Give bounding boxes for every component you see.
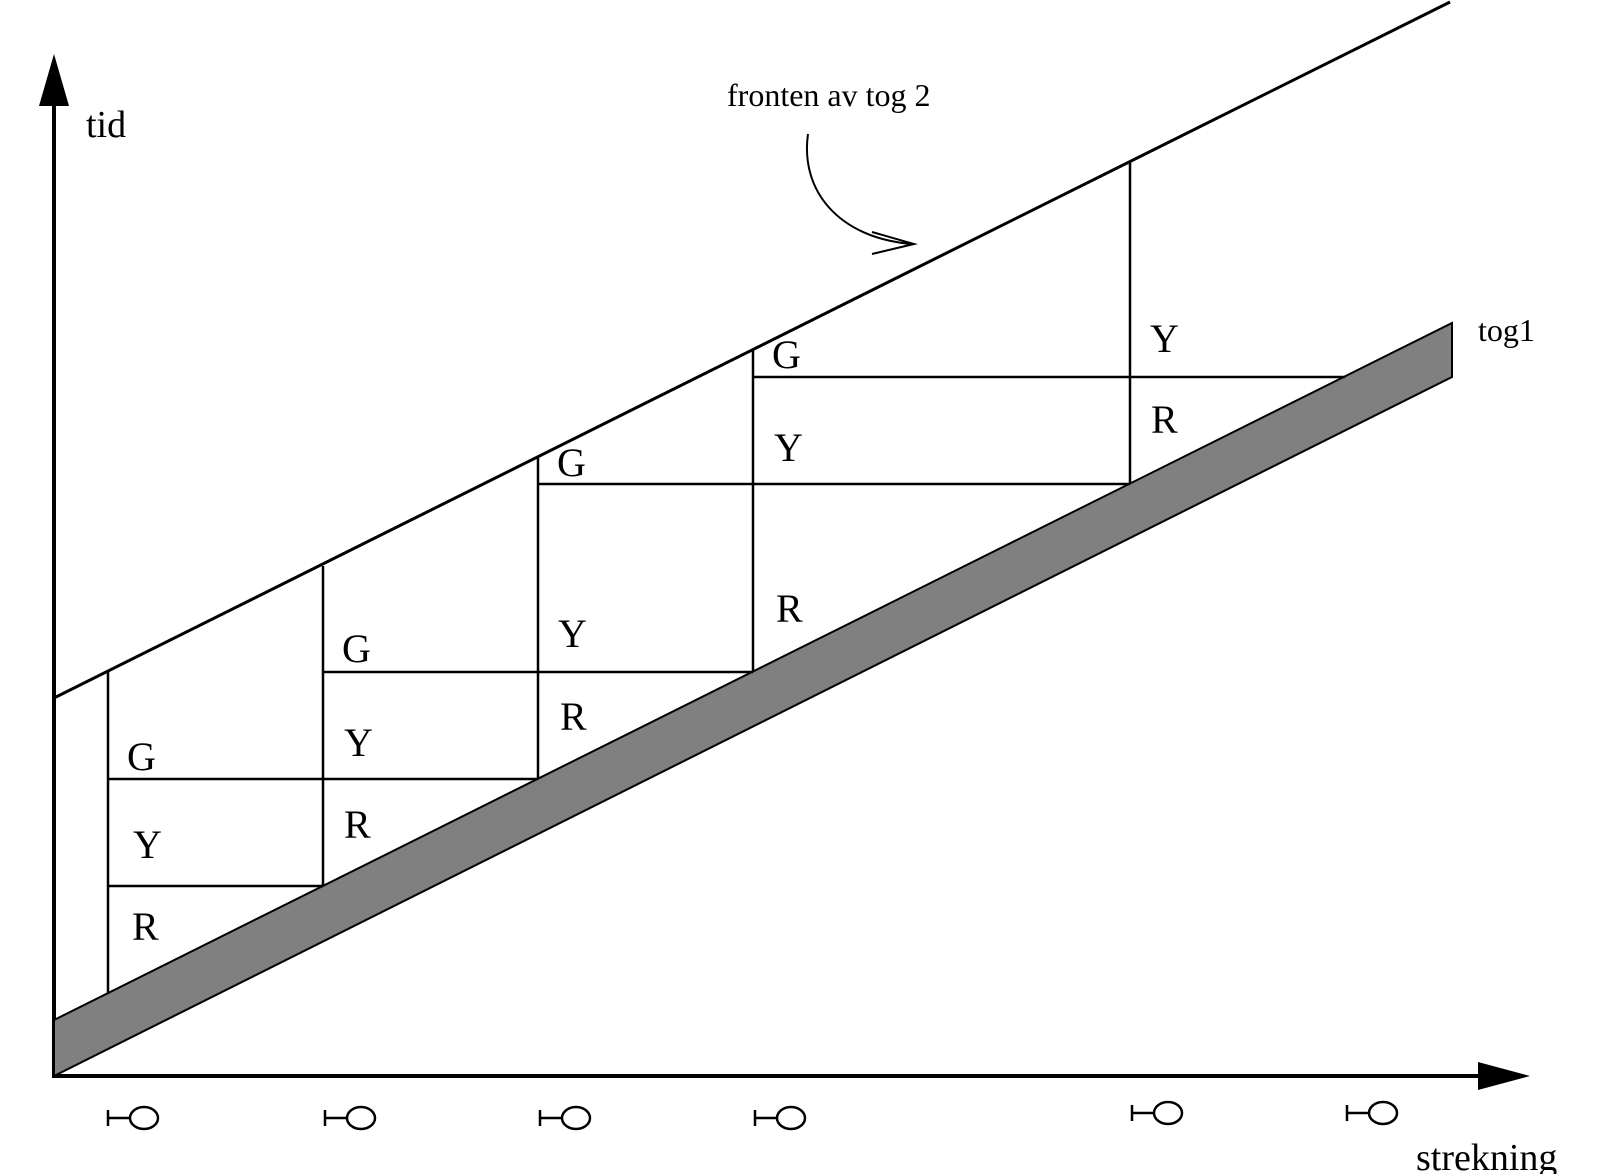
train1-band — [53, 321, 1453, 1078]
x-axis-label: strekning — [1416, 1137, 1557, 1174]
aspect-y-block3: Y — [558, 611, 587, 656]
aspect-r-block4: R — [776, 586, 803, 631]
aspect-y-block1: Y — [133, 822, 162, 867]
signal-post-icon — [323, 1105, 377, 1131]
train2-front-label: fronten av tog 2 — [727, 77, 931, 113]
train1-label: tog1 — [1478, 312, 1535, 348]
signal-post-icon — [1345, 1100, 1399, 1126]
signal-posts — [106, 1100, 1399, 1131]
aspect-g-block2: G — [342, 626, 371, 671]
aspect-g-block1: G — [127, 734, 156, 779]
aspect-y-block4: Y — [774, 425, 803, 470]
block-grid — [106, 161, 1345, 994]
aspect-r-block2: R — [344, 802, 371, 847]
distance-axis-arrowhead — [1478, 1062, 1530, 1090]
signal-post-icon — [1130, 1100, 1184, 1126]
signal-post-icon — [106, 1105, 160, 1131]
time-axis-arrowhead — [39, 54, 69, 106]
signal-post-icon — [538, 1105, 592, 1131]
aspect-r-block5: R — [1151, 397, 1178, 442]
y-axis-label: tid — [86, 104, 126, 146]
aspect-r-block1: R — [132, 904, 159, 949]
axes — [52, 92, 1484, 1078]
signal-post-icon — [753, 1105, 807, 1131]
aspect-r-block3: R — [560, 694, 587, 739]
aspect-g-block4: G — [772, 332, 801, 377]
aspect-g-block3: G — [557, 440, 586, 485]
aspect-y-block5: Y — [1150, 316, 1179, 361]
curved-pointer-arrow — [805, 133, 918, 255]
aspect-y-block2: Y — [344, 720, 373, 765]
